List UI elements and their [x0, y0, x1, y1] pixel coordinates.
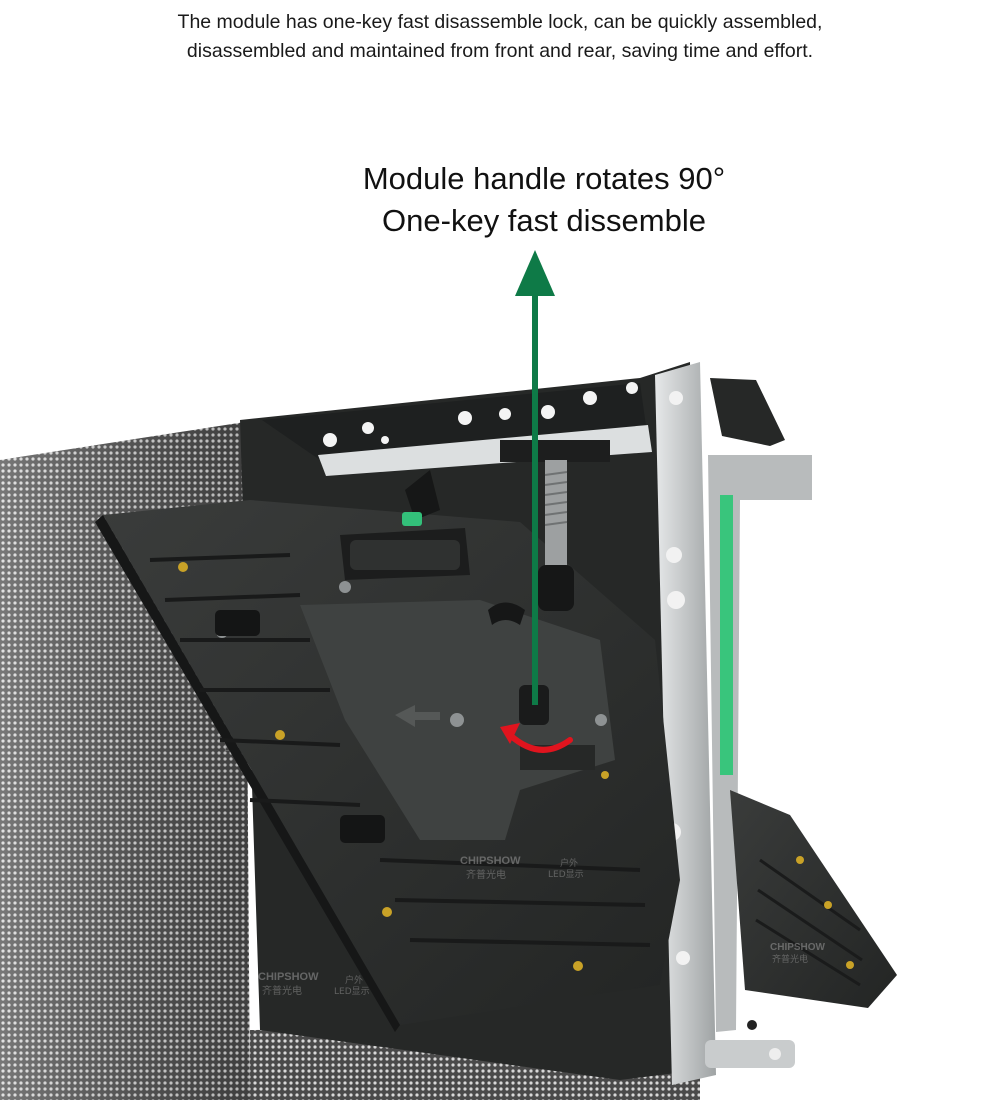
svg-text:LED显示: LED显示 — [334, 986, 370, 997]
arrow-up-icon — [515, 250, 555, 705]
green-accent-strip — [720, 495, 733, 775]
svg-text:齐普光电: 齐普光电 — [262, 984, 302, 997]
watermark-brand: CHIPSHOW — [460, 855, 521, 867]
watermark-brand: CHIPSHOW — [770, 942, 826, 953]
watermark-led-cn: 户外 — [560, 857, 578, 869]
watermark-brand-cn: 齐普光电 — [772, 953, 808, 965]
caption-line-1: The module has one-key fast disassemble … — [177, 11, 823, 33]
svg-text:CHIPSHOW: CHIPSHOW — [258, 971, 319, 983]
latch-pin — [402, 440, 610, 625]
svg-text:户外: 户外 — [345, 974, 363, 986]
caption: The module has one-key fast disassemble … — [0, 8, 1000, 66]
cabinet-watermark: CHIPSHOW 齐普光电 户外 LED显示 — [258, 971, 370, 997]
curved-arrow-icon — [500, 723, 573, 753]
headline-line-2: One-key fast dissemble — [382, 203, 706, 238]
headline: Module handle rotates 90° One-key fast d… — [294, 158, 794, 242]
bottom-bracket — [705, 1020, 795, 1068]
headline-line-1: Module handle rotates 90° — [362, 161, 726, 196]
watermark-brand-cn: 齐普光电 — [466, 868, 506, 881]
watermark-led-cn: LED显示 — [548, 869, 584, 880]
caption-line-2: disassembled and maintained from front a… — [186, 40, 814, 62]
module-right: CHIPSHOW 齐普光电 — [730, 790, 897, 1008]
